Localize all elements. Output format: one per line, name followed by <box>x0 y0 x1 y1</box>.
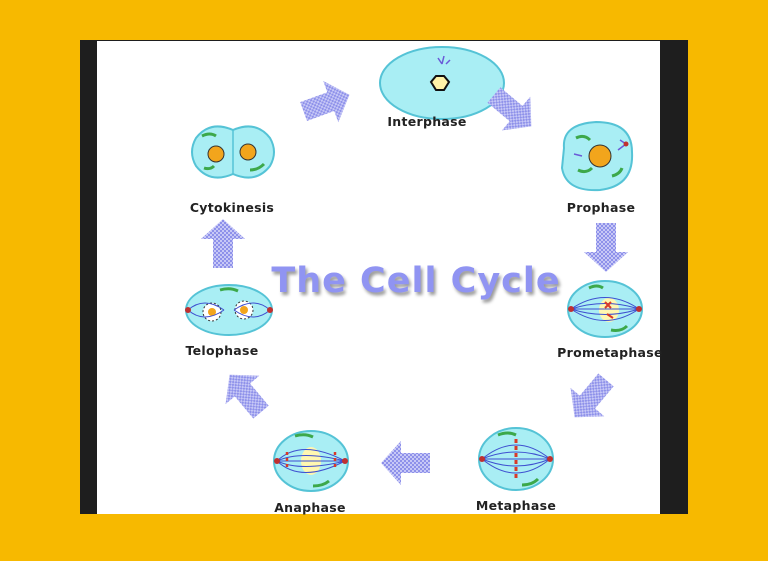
label-anaphase: Anaphase <box>274 500 346 515</box>
arrow-telophase-to-cytokinesis-icon <box>200 218 246 268</box>
telophase-cell <box>185 284 273 336</box>
label-interphase: Interphase <box>387 114 467 129</box>
diagram-canvas <box>97 41 660 514</box>
arrow-prophase-to-prometaphase-icon <box>583 223 629 273</box>
label-telophase: Telophase <box>185 343 259 358</box>
prometaphase-cell <box>567 280 643 338</box>
cytokinesis-cell <box>191 125 275 179</box>
label-prometaphase: Prometaphase <box>557 345 663 360</box>
label-cytokinesis: Cytokinesis <box>189 200 275 215</box>
metaphase-cell <box>478 427 554 491</box>
arrow-metaphase-to-anaphase-icon <box>380 440 430 486</box>
prophase-cell <box>560 120 634 192</box>
anaphase-cell <box>273 430 349 492</box>
label-metaphase: Metaphase <box>475 498 557 513</box>
interphase-cell <box>379 46 505 120</box>
diagram-title: The Cell Cycle <box>271 261 561 301</box>
label-prophase: Prophase <box>566 200 636 215</box>
